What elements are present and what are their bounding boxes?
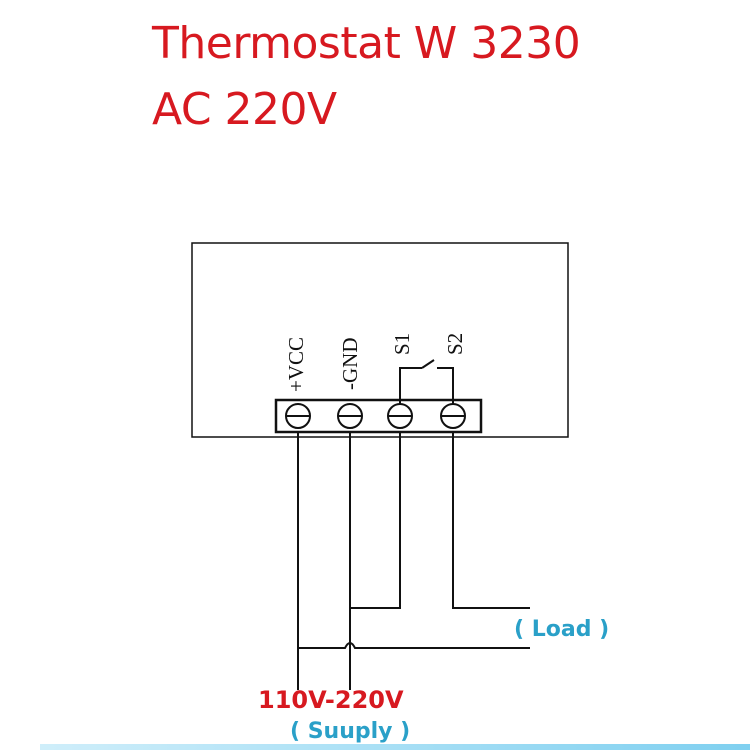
terminal-screws (285, 403, 466, 429)
bottom-accent-bar (40, 744, 750, 750)
label-vcc: +VCC (284, 336, 308, 392)
title-line2: AC 220V (152, 84, 337, 135)
relay-switch (399, 359, 454, 404)
wire-s2 (452, 432, 530, 609)
load-label: ( Load ) (514, 617, 610, 642)
label-gnd: -GND (338, 337, 362, 391)
thermostat-body (191, 242, 569, 438)
wire-s1 (350, 432, 401, 609)
supply-label: ( Suuply ) (290, 719, 411, 744)
title-line1: Thermostat W 3230 (152, 18, 581, 69)
label-s2: S2 (443, 332, 467, 355)
label-s1: S1 (390, 332, 414, 355)
voltage-label: 110V-220V (258, 686, 404, 714)
wire-supply (298, 642, 530, 649)
